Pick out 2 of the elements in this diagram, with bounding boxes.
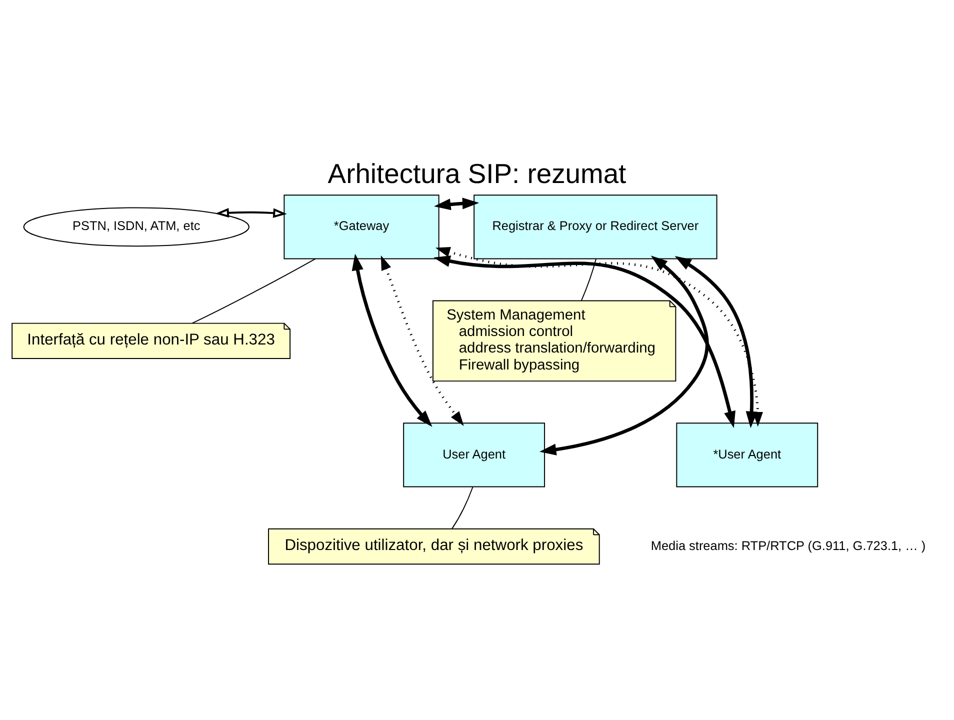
diagram-title: Arhitectura SIP: rezumat: [328, 157, 626, 188]
label: Media streams: RTP/RTCP (G.911, G.723.1, … ): [650, 537, 926, 552]
